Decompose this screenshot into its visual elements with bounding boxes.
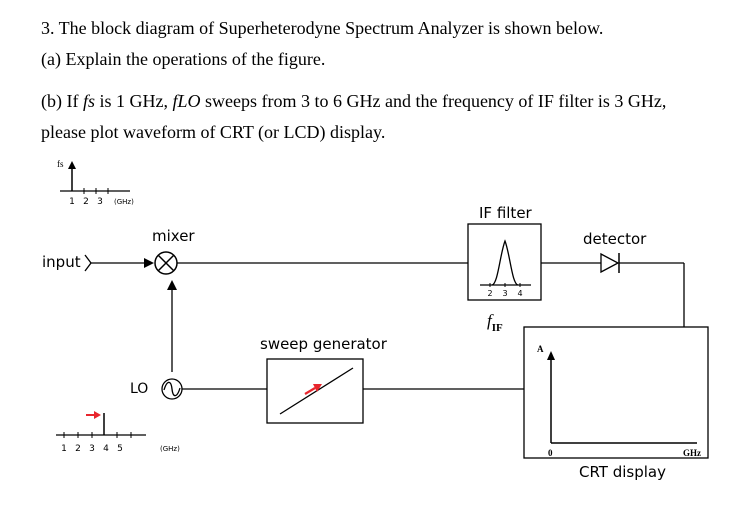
fs-spectrum-y-arrow <box>68 161 76 169</box>
part-b-mid: is 1 GHz, <box>95 91 173 111</box>
input-chevron <box>84 254 92 272</box>
if-tick-label-3: 3 <box>502 289 507 298</box>
lo-tick-label-2: 2 <box>75 444 81 454</box>
detector-label: detector <box>583 230 647 248</box>
lo-tick-label-1: 1 <box>61 444 67 454</box>
crt-display-block: A 0 GHz <box>523 326 709 459</box>
lo-tick-label-5: 5 <box>117 444 123 454</box>
sweep-generator-block <box>266 358 364 424</box>
crt-axis-origin-label: 0 <box>548 448 553 458</box>
crt-display-label: CRT display <box>579 463 666 481</box>
if-filter-label: IF filter <box>479 204 533 222</box>
lo-spectrum: 1 2 3 4 5 (GHz) <box>56 411 180 454</box>
question-title: 3. The block diagram of Superheterodyne … <box>41 18 604 38</box>
if-filter-block: 2 3 4 <box>467 223 542 301</box>
fs-axis-label: fs <box>57 159 64 169</box>
lo-unit-label: (GHz) <box>160 445 180 453</box>
crt-y-arrow <box>547 351 555 360</box>
lo-label: LO <box>130 381 148 397</box>
fs-symbol: fs <box>82 91 95 111</box>
lo-oscillator-symbol <box>161 378 183 400</box>
fif-label: fIF <box>487 311 503 334</box>
crt-axis-a-label: A <box>537 344 544 354</box>
question-part-a: (a) Explain the operations of the figure… <box>41 49 326 69</box>
lo-tick-label-4: 4 <box>103 444 109 454</box>
input-label: input <box>42 253 81 271</box>
sweep-generator-label: sweep generator <box>260 335 388 353</box>
lo-sweep-arrow-head <box>94 411 101 419</box>
part-b-rest: sweeps from 3 to 6 GHz and the frequency… <box>200 91 667 111</box>
input-arrowhead <box>144 258 154 268</box>
if-tick-label-2: 2 <box>487 289 492 298</box>
question-part-b-line1: (b) If fs is 1 GHz, fLO sweeps from 3 to… <box>41 91 666 112</box>
lo-to-mixer-arrowhead <box>167 280 177 290</box>
fs-spectrum: fs 1 2 3 (GHz) <box>57 159 134 207</box>
detector-diode-icon <box>600 252 620 274</box>
crt-axis-ghz-label: GHz <box>683 448 701 458</box>
mixer-label: mixer <box>152 227 195 245</box>
fs-tick-label-1: 1 <box>69 197 75 207</box>
sweep-red-arrow-shaft <box>304 387 316 395</box>
flo-symbol: fLO <box>172 91 201 111</box>
question-part-b-line2: please plot waveform of CRT (or LCD) dis… <box>41 122 386 142</box>
fs-tick-label-2: 2 <box>83 197 89 207</box>
if-tick-label-4: 4 <box>517 289 522 298</box>
fs-unit-label: (GHz) <box>114 198 134 206</box>
sweep-red-arrow-head <box>313 384 322 392</box>
part-b-prefix: (b) If <box>41 91 83 111</box>
mixer-symbol <box>154 251 178 275</box>
if-filter-response <box>491 239 519 286</box>
lo-tick-label-3: 3 <box>89 444 95 454</box>
fs-tick-label-3: 3 <box>97 197 103 207</box>
